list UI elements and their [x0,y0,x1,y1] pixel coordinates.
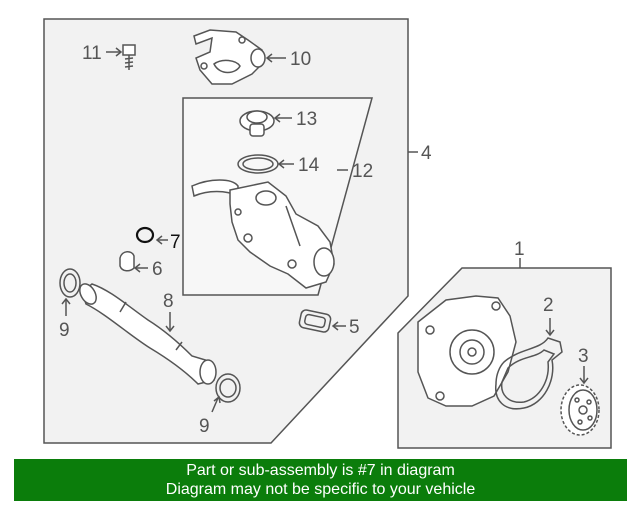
water-pump-icon [417,295,517,407]
coolant-housing-icon [191,179,335,289]
callout-2: 2 [543,295,554,316]
thermostat-icon [239,110,275,137]
callout-6: 6 [152,259,163,280]
coolant-pipe-icon [79,283,217,385]
callout-4: 4 [421,143,432,164]
pump-pulley-icon [560,384,600,436]
pipe-gasket-icon-lower [215,373,241,403]
housing-gasket-icon [298,309,332,333]
banner-line-1: Part or sub-assembly is #7 in diagram [186,462,455,479]
callout-13: 13 [296,109,317,130]
callout-1: 1 [514,239,525,260]
pump-gasket-icon [495,337,563,410]
callout-8: 8 [163,291,174,312]
pipe-gasket-icon [59,268,81,298]
callout-3: 3 [578,346,589,367]
callout-9-lower: 9 [199,416,210,437]
o-ring-icon [135,226,155,244]
callout-5: 5 [349,317,360,338]
callout-10: 10 [290,49,311,70]
callout-11: 11 [82,43,102,64]
callout-7: 7 [170,232,181,253]
bolt-icon [122,44,136,70]
callout-12: 12 [352,161,373,182]
callout-14: 14 [298,155,320,176]
cap-icon [119,251,135,272]
thermostat-housing-icon [193,29,266,85]
banner-line-2: Diagram may not be specific to your vehi… [165,481,476,498]
leader-lines [61,47,589,413]
info-banner: Part or sub-assembly is #7 in diagram Di… [14,459,627,501]
callout-9-left: 9 [59,320,70,341]
parts-diagram: 11 10 13 4 14 12 7 6 1 2 8 5 9 3 9 [43,18,612,449]
